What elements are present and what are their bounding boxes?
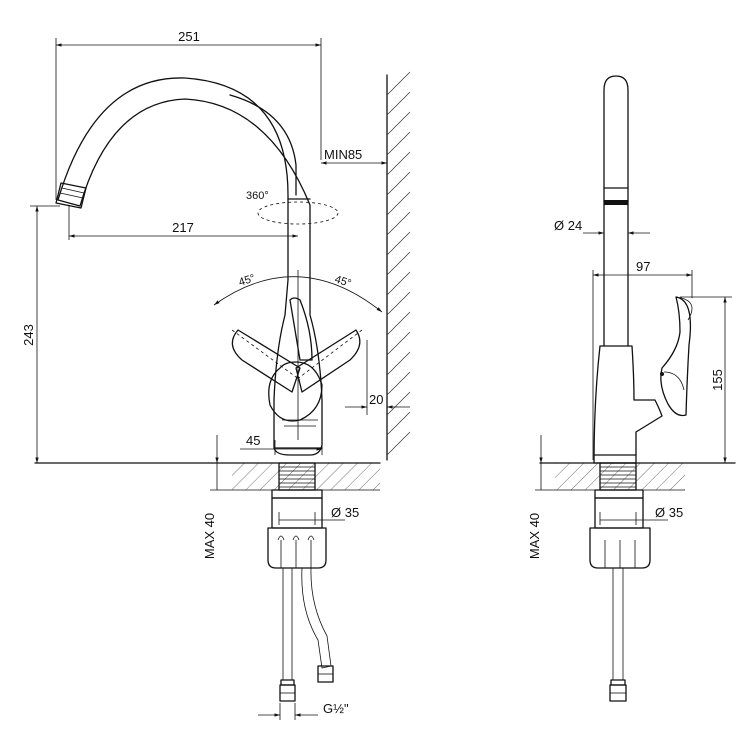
wall [386, 71, 411, 461]
spout-side [603, 75, 629, 347]
lever-side [660, 296, 693, 417]
dim-dia35-side-label: Ø 35 [655, 505, 683, 520]
dim-217-label: 217 [172, 220, 194, 235]
angle-right-label: 45° [333, 273, 353, 290]
dim-251-label: 251 [178, 29, 200, 44]
dim-min85-label: MIN85 [324, 147, 362, 162]
dim-20-label: 20 [369, 392, 383, 407]
mounting-assembly-front [267, 462, 327, 569]
dim-dia35-front-label: Ø 35 [331, 505, 359, 520]
dim-max40-side-label: MAX 40 [527, 513, 542, 559]
rotation-ellipse [257, 201, 339, 225]
supply-hoses [279, 567, 334, 702]
spout [55, 77, 311, 281]
dim-max40-front-label: MAX 40 [202, 513, 217, 559]
countertop-front [34, 462, 381, 491]
rotation-360-label: 360° [246, 190, 269, 202]
dim-45-label: 45 [246, 433, 260, 448]
side-dimensions [535, 231, 732, 525]
dim-dia24-label: Ø 24 [554, 218, 582, 233]
dim-243-label: 243 [21, 324, 36, 346]
faucet-body-side [593, 345, 663, 464]
dim-97-label: 97 [636, 259, 650, 274]
thread-size-label: G½" [323, 701, 349, 716]
lever-handles [213, 270, 383, 440]
countertop-side [539, 462, 736, 491]
front-dimensions [30, 38, 410, 720]
faucet-body-front [268, 279, 323, 456]
front-view [30, 38, 411, 720]
mounting-assembly-side [589, 462, 651, 702]
side-view [535, 75, 736, 702]
angle-left-label: 45° [237, 272, 257, 289]
dim-155-label: 155 [710, 369, 725, 391]
